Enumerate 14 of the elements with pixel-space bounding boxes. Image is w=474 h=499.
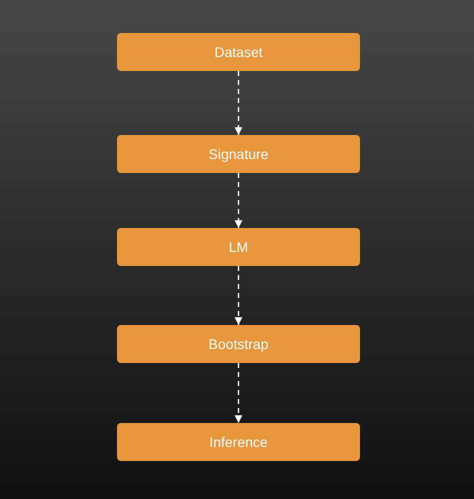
box-label: Dataset: [214, 44, 263, 60]
process-box: [117, 423, 360, 461]
box-label: LM: [228, 239, 248, 255]
arrow: [234, 363, 242, 423]
process-box: [117, 228, 360, 266]
box-label: Bootstrap: [208, 336, 268, 352]
process-box: [117, 135, 360, 173]
arrow: [234, 266, 242, 325]
process-box: [117, 325, 360, 363]
box-label: Signature: [208, 146, 268, 162]
process-box: [117, 33, 360, 71]
arrow: [234, 71, 242, 135]
box-label: Inference: [209, 434, 268, 450]
arrow: [234, 173, 242, 228]
